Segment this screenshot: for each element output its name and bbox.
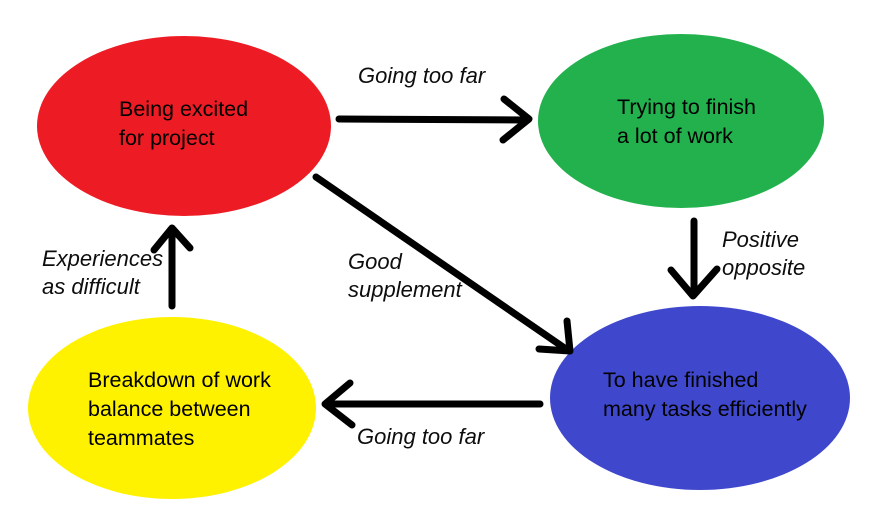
node-label-being-excited: Being excited for project — [119, 95, 248, 153]
arrow-shaft — [312, 173, 570, 353]
node-ellipse-being-excited — [37, 36, 331, 216]
edge-label-experiences-as-difficult: Experiences as difficult — [42, 245, 163, 301]
edge-label-going-too-far-top: Going too far — [358, 62, 485, 90]
edge-label-going-too-far-bottom: Going too far — [357, 423, 484, 451]
node-label-finished-tasks: To have finished many tasks efficiently — [603, 366, 807, 424]
node-label-line: a lot of work — [617, 124, 733, 148]
edge-label-line: Experiences — [42, 246, 164, 271]
edge-label-line: supplement — [348, 277, 462, 302]
edge-label-line: as difficult — [42, 274, 140, 299]
edge-label-line: Going too far — [357, 424, 485, 449]
node-label-line: To have finished — [603, 368, 759, 392]
edge-arrow-breakdown-to-excited — [150, 224, 194, 310]
edge-arrow-excited-to-trying — [335, 95, 533, 144]
arrow-head-icon — [667, 265, 721, 300]
arrow-head-icon — [150, 224, 194, 254]
node-label-trying-to-finish: Trying to finish a lot of work — [617, 93, 756, 151]
node-label-line: for project — [119, 126, 215, 150]
node-label-line: balance between — [88, 397, 251, 421]
edge-arrow-trying-to-finished — [667, 217, 721, 300]
arrow-head-icon — [321, 379, 356, 429]
arrow-head-icon — [535, 317, 574, 355]
edge-arrow-excited-to-finished — [312, 173, 574, 355]
node-label-line: Breakdown of work — [88, 368, 271, 392]
edge-label-line: opposite — [722, 255, 806, 280]
edge-label-line: Positive — [722, 227, 800, 252]
arrow-head-icon — [499, 95, 533, 144]
node-label-breakdown-balance: Breakdown of work balance between teamma… — [88, 366, 271, 453]
node-ellipse-trying-to-finish — [538, 34, 824, 208]
node-ellipse-finished-tasks — [550, 306, 850, 490]
edge-label-line: Good — [348, 249, 402, 274]
edge-label-line: Going too far — [358, 63, 486, 88]
node-label-line: Being excited — [119, 97, 249, 121]
edge-label-positive-opposite: Positive opposite — [722, 226, 805, 282]
node-label-line: many tasks efficiently — [603, 397, 807, 421]
arrow-shaft — [335, 115, 530, 124]
node-ellipse-breakdown-balance — [28, 317, 316, 499]
edge-label-good-supplement: Good supplement — [348, 248, 462, 304]
edge-arrow-finished-to-breakdown — [321, 379, 544, 429]
node-label-line: teammates — [88, 426, 195, 450]
node-label-line: Trying to finish — [617, 95, 757, 119]
